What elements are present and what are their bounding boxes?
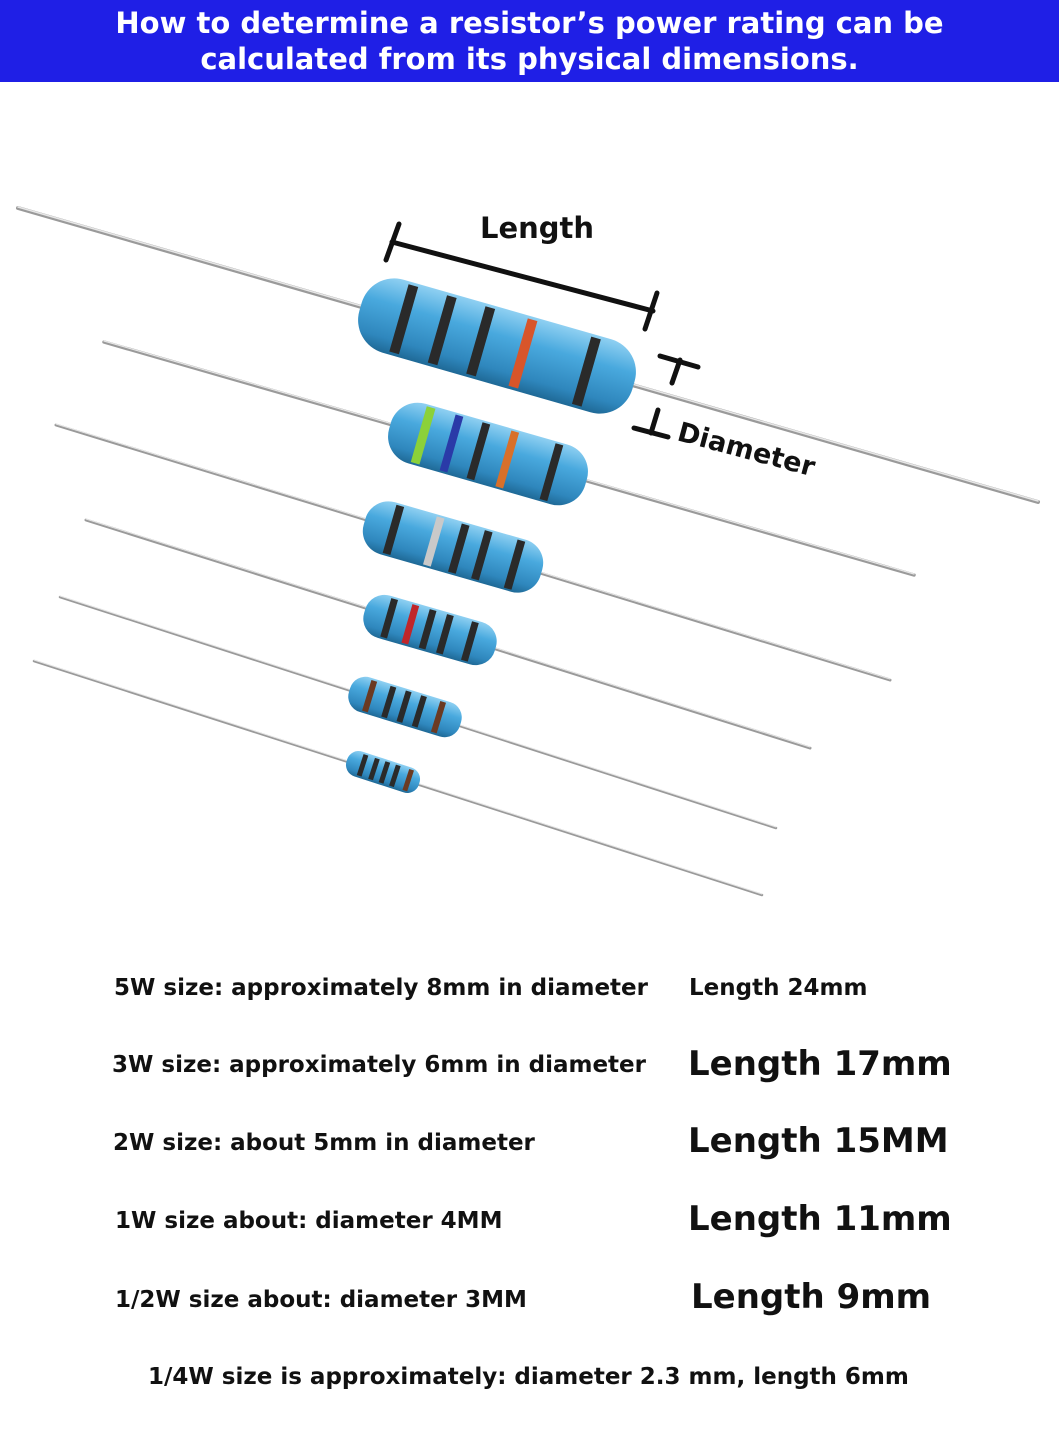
spec-quarter-w: 1/4W size is approximately: diameter 2.3… <box>148 1364 909 1390</box>
length-dimension-marker <box>383 221 660 332</box>
title-line-1: How to determine a resistor’s power rati… <box>115 6 944 40</box>
resistor-quarter-w <box>32 659 764 897</box>
spec-2w-description: 2W size: about 5mm in diameter <box>113 1130 535 1156</box>
resistor-5w <box>16 206 1040 504</box>
resistor-1w <box>84 518 812 750</box>
resistor-2w <box>54 423 892 682</box>
resistor-half-w <box>58 595 778 830</box>
length-label: Length <box>480 211 594 245</box>
title-line-2: calculated from its physical dimensions. <box>200 42 859 76</box>
spec-3w-description: 3W size: approximately 6mm in diameter <box>112 1052 646 1078</box>
spec-1w-description: 1W size about: diameter 4MM <box>115 1208 503 1234</box>
diameter-label: Diameter <box>674 417 819 484</box>
spec-half-w-length: Length 9mm <box>691 1277 932 1317</box>
spec-5w-length: Length 24mm <box>689 975 868 1001</box>
spec-3w-length: Length 17mm <box>688 1044 952 1084</box>
spec-5w-description: 5W size: approximately 8mm in diameter <box>114 975 648 1001</box>
title-banner: How to determine a resistor’s power rati… <box>0 0 1059 82</box>
resistor-illustration: Length Diameter <box>16 206 1040 897</box>
spec-2w-length: Length 15MM <box>688 1121 949 1161</box>
spec-half-w-description: 1/2W size about: diameter 3MM <box>115 1287 527 1313</box>
spec-1w-length: Length 11mm <box>688 1199 952 1239</box>
diameter-dimension-marker <box>631 353 701 440</box>
resistor-3w <box>102 340 916 577</box>
